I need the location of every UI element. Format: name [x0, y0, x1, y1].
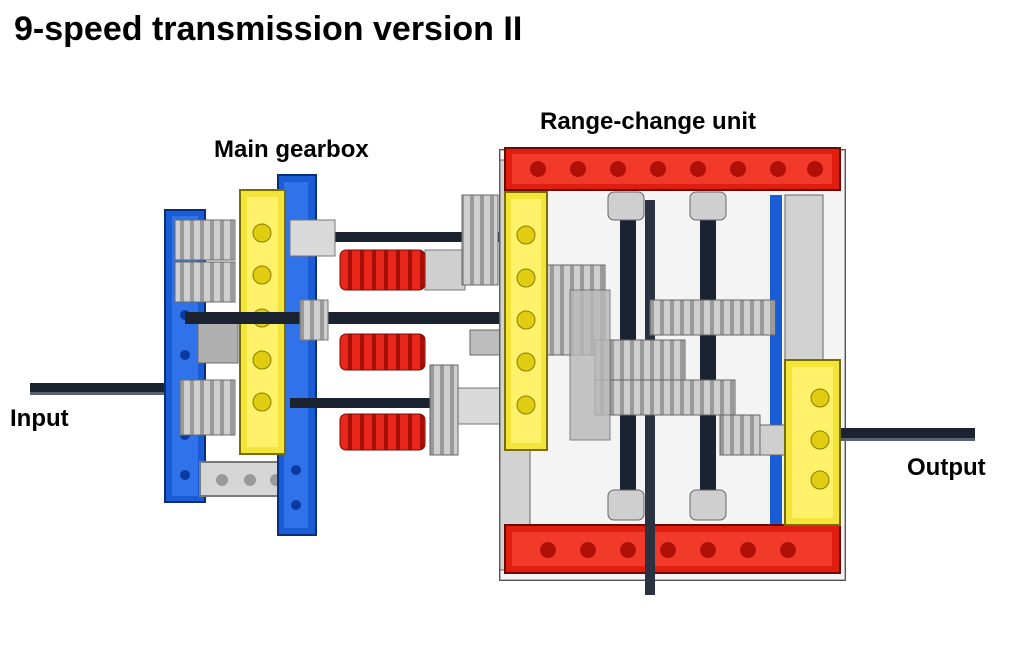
- output-label: Output: [907, 454, 986, 481]
- yellow-beam-output: [784, 359, 841, 526]
- page-title: 9-speed transmission version II: [14, 10, 523, 48]
- input-label: Input: [10, 405, 69, 432]
- main-gearbox-label: Main gearbox: [214, 136, 369, 163]
- range-change-unit-label: Range-change unit: [540, 108, 757, 135]
- main-gearbox-small-gears: [174, 219, 239, 436]
- input-axle: [30, 383, 230, 395]
- grey-connectors: [289, 219, 501, 425]
- main-gearbox-output-gears: [429, 194, 501, 456]
- yellow-beam-range: [504, 191, 548, 451]
- red-beam-top: [504, 147, 841, 191]
- main-gearbox-axles: [185, 232, 515, 408]
- range-unit-gears: [544, 264, 776, 456]
- red-driving-rings: [339, 249, 426, 451]
- red-beam-bottom: [504, 524, 841, 574]
